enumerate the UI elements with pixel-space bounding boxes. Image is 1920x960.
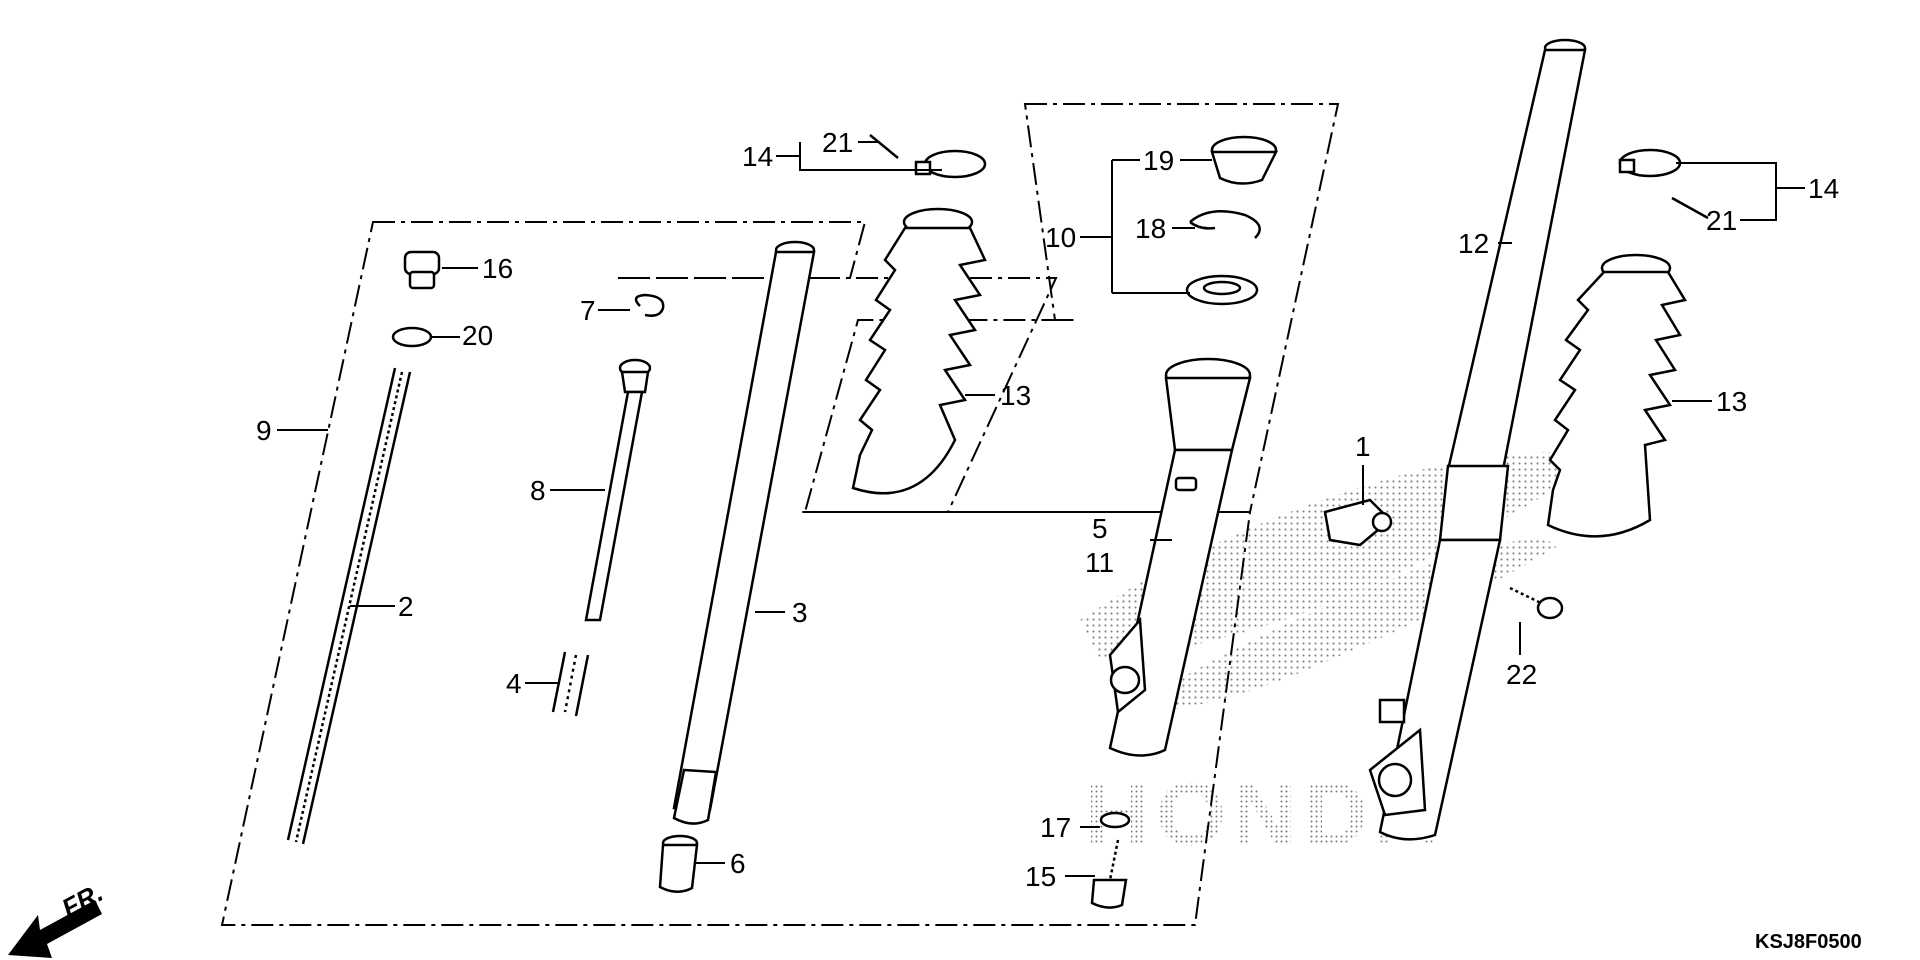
part-7-snap-ring: [634, 293, 665, 317]
callout-11: 11: [1085, 547, 1114, 578]
part-12-fork-assembly-right: [1368, 38, 1587, 841]
part-16-drain-bolt: [403, 250, 441, 290]
callout-1: 1: [1355, 431, 1371, 462]
callout-15: 15: [1025, 861, 1056, 892]
callout-6: 6: [730, 848, 746, 879]
callout-14-left: 14: [742, 141, 773, 172]
front-direction-marker: FR.: [8, 877, 108, 958]
part-17-sealing-washer: [1099, 811, 1131, 829]
callout-8: 8: [530, 475, 546, 506]
part-3-fork-pipe: [672, 240, 816, 825]
callout-9: 9: [256, 415, 272, 446]
callout-7: 7: [580, 295, 596, 326]
part-5-11-fork-slider: [1108, 357, 1252, 757]
callout-20: 20: [462, 320, 493, 351]
part-8-damper-rod: [584, 358, 652, 622]
part-14-21-clamp-left: [869, 134, 987, 179]
callout-2: 2: [398, 591, 414, 622]
part-22-flange-bolt: [1509, 586, 1564, 620]
diagram-code: KSJ8F0500: [1755, 931, 1862, 953]
part-18-oil-seal-clip: [1189, 210, 1261, 239]
callout-22: 22: [1506, 659, 1537, 690]
callout-4: 4: [506, 668, 522, 699]
front-label: FR.: [57, 877, 108, 923]
front-arrow-icon: [8, 900, 102, 958]
part-19-dust-seal: [1210, 135, 1279, 185]
callout-3: 3: [792, 597, 808, 628]
callout-18: 18: [1135, 213, 1166, 244]
callout-10: 10: [1045, 222, 1076, 253]
callout-13-left: 13: [1000, 380, 1031, 411]
part-13-fork-boot-left: [851, 207, 987, 495]
part-20-washer: [391, 326, 433, 348]
part-14-21-clamp-right: [1618, 148, 1709, 220]
part-15-socket-bolt: [1090, 839, 1128, 909]
callout-21-left: 21: [822, 127, 853, 158]
callout-12: 12: [1458, 228, 1489, 259]
part-10-oil-seal: [1185, 274, 1259, 306]
callout-19: 19: [1143, 145, 1174, 176]
kit-boundary-upper: [803, 103, 1340, 513]
callout-5: 5: [1092, 513, 1108, 544]
callout-16: 16: [482, 253, 513, 284]
callout-21-right: 21: [1706, 205, 1737, 236]
callout-17: 17: [1040, 812, 1071, 843]
part-13-fork-boot-right: [1546, 253, 1687, 538]
part-6-oil-lock-piece: [658, 834, 699, 893]
part-2-fork-spring: [286, 367, 412, 845]
callout-13-right: 13: [1716, 386, 1747, 417]
callout-14-right: 14: [1808, 173, 1839, 204]
leader-lines: [277, 141, 1805, 877]
